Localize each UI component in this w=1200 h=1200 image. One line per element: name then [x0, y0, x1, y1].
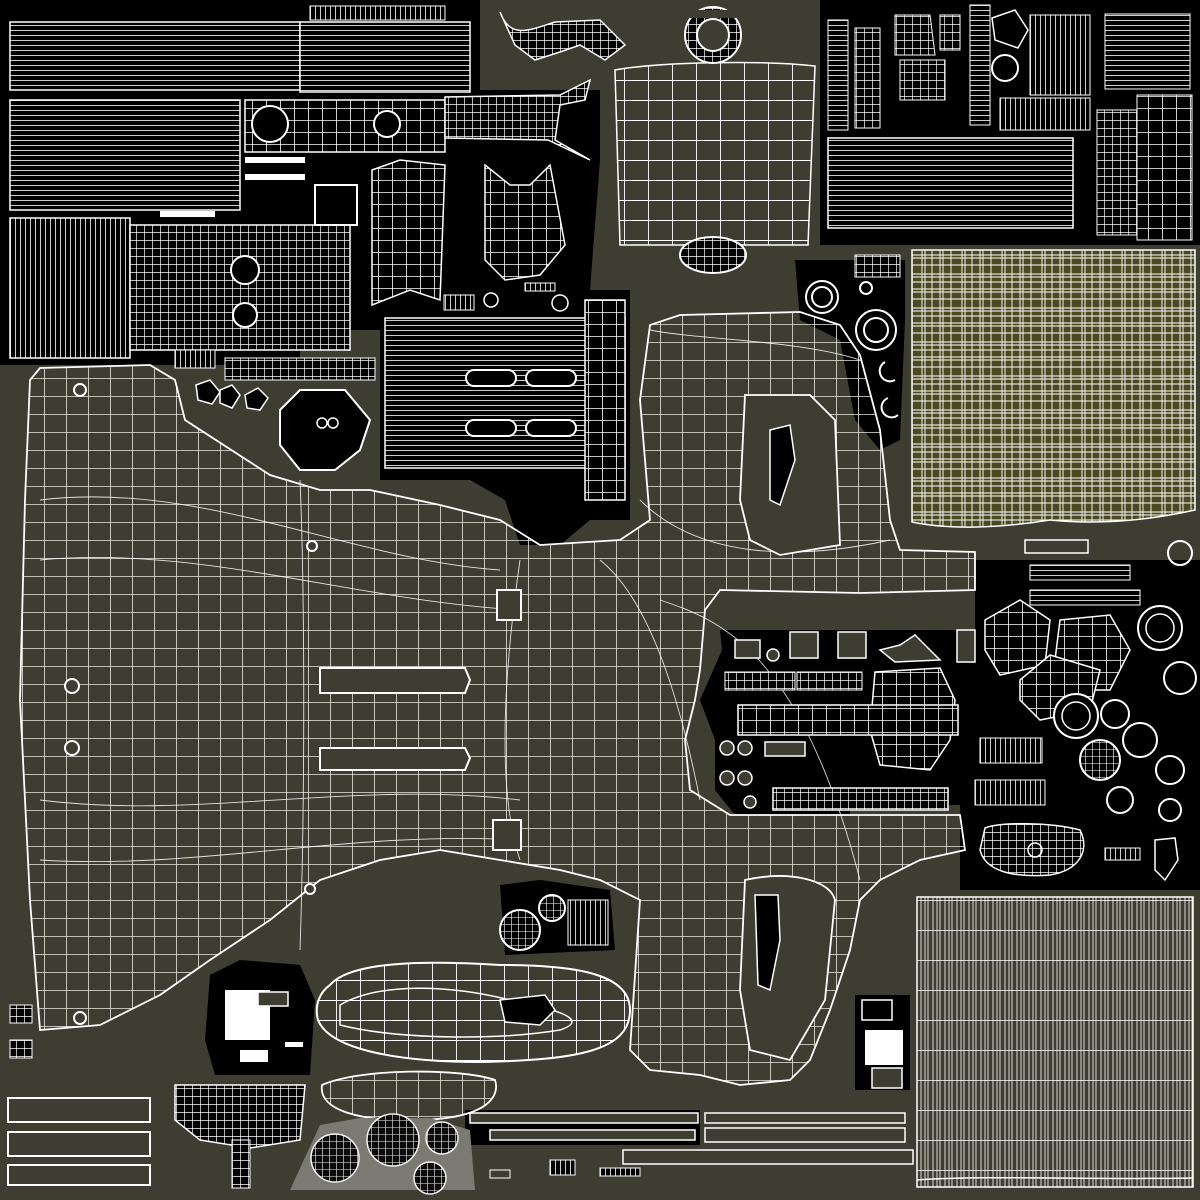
plaid-fabric-island: [911, 249, 1196, 528]
strip-panel-bottom-right: [916, 896, 1194, 1188]
ring-islands: [805, 254, 901, 419]
rail-islands-bottom: [469, 1112, 914, 1179]
parts-cluster-right: [719, 629, 976, 811]
muzzle-islands: [499, 894, 609, 951]
sphere-islands: [290, 1113, 475, 1195]
islands-top-right: [827, 4, 1193, 241]
strip-islands-top-left: [9, 5, 471, 381]
bracket-islands-lower-left: [7, 990, 306, 1189]
bracket-island-bottom-right: [861, 999, 903, 1089]
wing-islands-top-center: [371, 11, 627, 312]
receiver-island: [195, 299, 626, 501]
main-body-island: [19, 311, 976, 1086]
disc-islands-right: [974, 539, 1197, 882]
handguard-island: [315, 961, 632, 1122]
cloth-plate-top-center: [614, 6, 816, 274]
